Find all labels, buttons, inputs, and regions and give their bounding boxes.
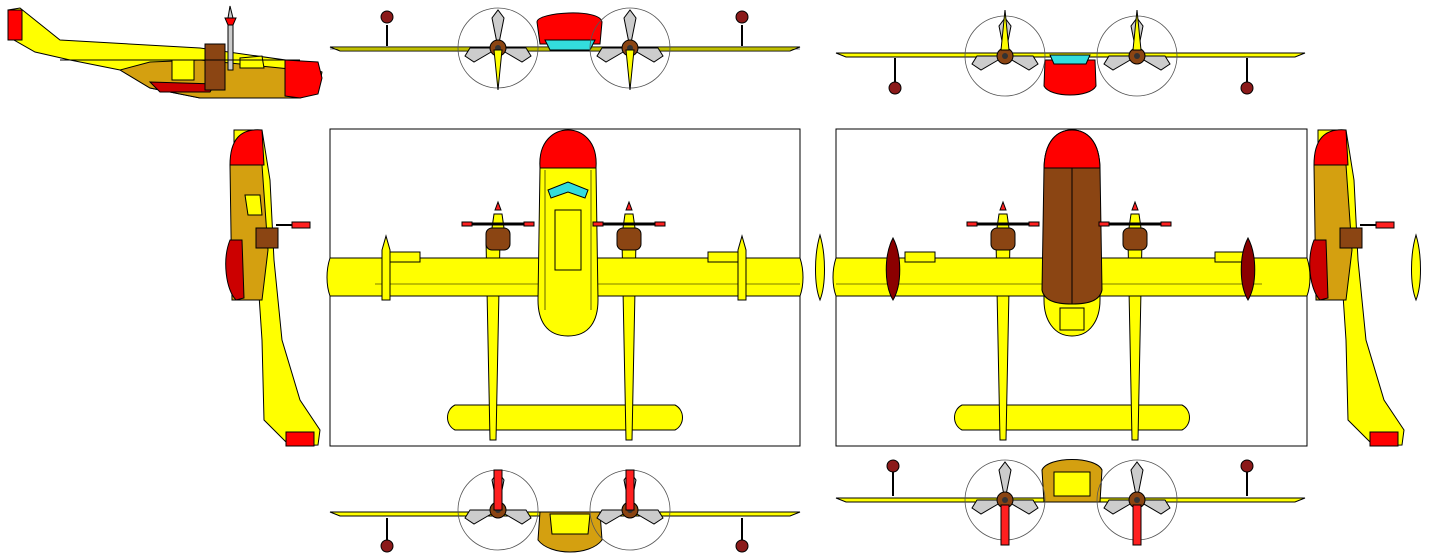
front-view-bottom: [835, 459, 1306, 546]
side-view-vertical-right: [1309, 129, 1405, 447]
side-view-left: [7, 5, 323, 99]
bottom-view: [832, 128, 1311, 447]
side-view-vertical-left: [225, 129, 321, 447]
rear-view-bottom: [329, 469, 801, 553]
float-profile-right: [1411, 233, 1421, 302]
float-profile-left: [815, 233, 825, 302]
rear-view-top: [835, 9, 1306, 97]
front-view-top: [329, 7, 801, 91]
top-view: [326, 128, 804, 447]
